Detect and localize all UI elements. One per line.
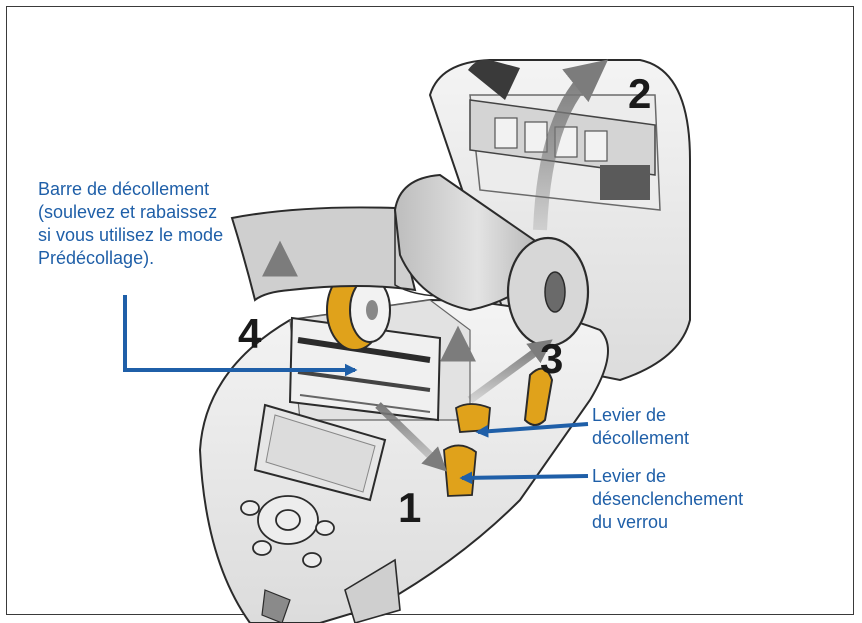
callout-peel-bar-line-1: Barre de décollement [38,179,210,199]
callout-peel-bar: Barre de décollement (soulevez et rabais… [38,178,223,270]
callout-peel-lever-line-2: décollement [592,428,690,448]
leader-peel-lever [475,422,589,438]
callout-leaders [123,295,589,485]
leader-latch-release [459,471,589,485]
callout-peel-bar-line-3: si vous utilisez le mode [38,225,224,245]
peel-bar [288,316,442,422]
leader-peel-bar [123,295,358,377]
callout-peel-bar-line-2: (soulevez et rabaissez [38,202,218,222]
callout-latch-line-3: du verrou [592,512,669,532]
callout-peel-lever: Levier de décollement [592,404,689,450]
callout-latch-line-1: Levier de [592,466,667,486]
motion-arrows [262,59,609,472]
callout-latch-line-2: désenclenchement [592,489,744,509]
callout-peel-bar-line-4: Prédécollage). [38,248,155,268]
callout-peel-lever-line-1: Levier de [592,405,667,425]
keypad [240,495,335,568]
step-number-4: 4 [238,310,262,357]
callout-latch-release: Levier de désenclenchement du verrou [592,465,743,534]
printer-lid [428,59,691,382]
step-number-3: 3 [540,335,564,382]
step-number-1: 1 [398,484,422,531]
step-number-2: 2 [628,70,652,117]
media-holders [326,269,554,497]
figure-frame [6,6,854,615]
